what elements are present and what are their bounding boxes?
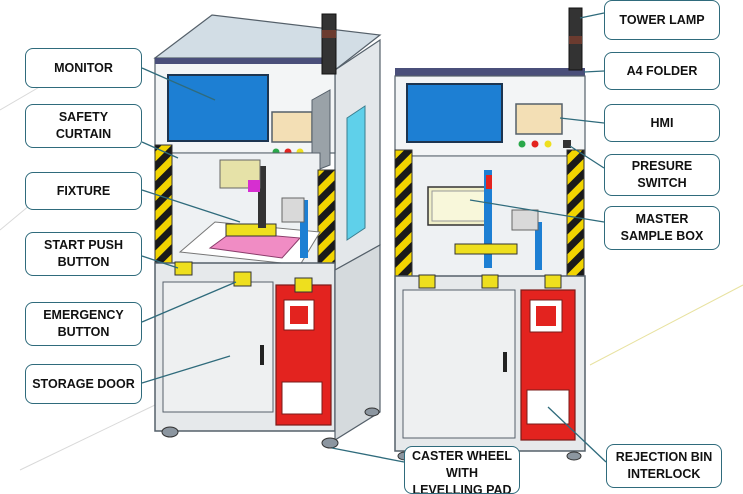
label-start-push-button: START PUSH BUTTON xyxy=(25,232,142,276)
right-machine xyxy=(394,7,586,461)
label-storage-door: STORAGE DOOR xyxy=(25,364,142,404)
right-top-bar xyxy=(395,68,585,76)
label-monitor: MONITOR xyxy=(25,48,142,88)
left-storage-door-panel xyxy=(162,281,274,413)
right-storage-door-panel xyxy=(402,289,516,439)
label-tower-lamp: TOWER LAMP xyxy=(604,0,720,40)
right-start-button-3 xyxy=(544,274,562,289)
left-machine xyxy=(153,13,382,449)
right-start-button-1 xyxy=(418,274,436,289)
label-hmi: HMI xyxy=(604,104,720,142)
left-hazard-post-right xyxy=(317,169,336,271)
right-hazard-post-right xyxy=(566,149,585,277)
label-a4-folder: A4 FOLDER xyxy=(604,52,720,90)
left-start-button-2 xyxy=(233,271,252,287)
left-hazard-post-left xyxy=(154,144,173,264)
left-yellow-fixture xyxy=(225,223,277,237)
right-start-button-2 xyxy=(481,274,499,289)
left-hmi xyxy=(271,111,313,143)
label-rejection-bin-interlock: REJECTION BIN INTERLOCK xyxy=(606,444,722,488)
left-start-button-3 xyxy=(294,277,313,293)
left-start-button-1 xyxy=(174,261,193,276)
label-master-sample-box: MASTER SAMPLE BOX xyxy=(604,206,720,250)
leader-lines xyxy=(141,12,607,463)
label-fixture: FIXTURE xyxy=(25,172,142,210)
label-emergency-button: EMERGENCY BUTTON xyxy=(25,302,142,346)
right-pressure-switch xyxy=(563,140,571,148)
right-hazard-post-left xyxy=(394,149,413,277)
label-caster-wheel: CASTER WHEEL WITH LEVELLING PAD xyxy=(404,446,520,494)
label-presure-switch: PRESURE SWITCH xyxy=(604,154,720,196)
left-monitor-screen xyxy=(167,74,269,142)
right-monitor-screen xyxy=(406,83,503,143)
left-tower-lamp xyxy=(321,13,337,75)
left-side-window xyxy=(346,105,366,241)
label-safety-curtain: SAFETY CURTAIN xyxy=(25,104,142,148)
right-hmi xyxy=(515,103,563,135)
